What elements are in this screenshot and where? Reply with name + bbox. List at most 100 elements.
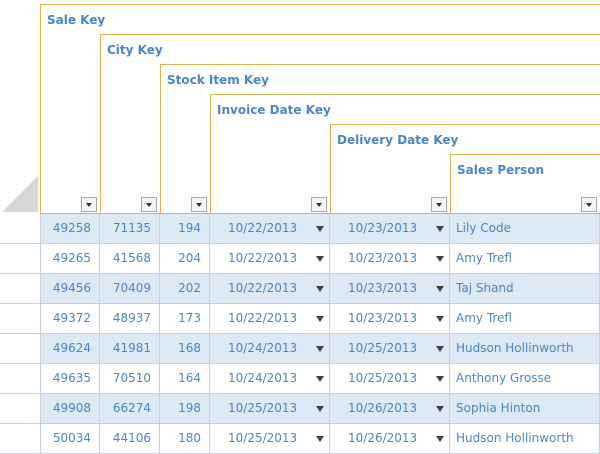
filter-dropdown-stock-item-key[interactable] [191,197,207,212]
date-dropdown-icon[interactable] [436,316,444,322]
cell-sale-key[interactable]: 49265 [40,244,100,273]
select-all-corner[interactable] [2,176,38,212]
cell-delivery-date-key[interactable]: 10/23/2013 [330,304,450,333]
cell-sale-key[interactable]: 50034 [40,424,100,453]
filter-dropdown-city-key[interactable] [141,197,157,212]
cell-value: Taj Shand [456,281,514,295]
cell-sales-person[interactable]: Amy Trefl [450,244,600,273]
cell-sale-key[interactable]: 49624 [40,334,100,363]
date-dropdown-icon[interactable] [316,316,324,322]
cell-city-key[interactable]: 71135 [100,214,160,243]
cell-sale-key[interactable]: 49372 [40,304,100,333]
cell-invoice-date-key[interactable]: 10/22/2013 [210,214,330,243]
column-header-invoice-date-key[interactable]: Invoice Date Key [210,94,600,214]
cell-sales-person[interactable]: Hudson Hollinworth [450,424,600,453]
cell-delivery-date-key[interactable]: 10/26/2013 [330,394,450,423]
cell-delivery-date-key[interactable]: 10/26/2013 [330,424,450,453]
cell-value: 70409 [112,281,151,295]
cell-city-key[interactable]: 66274 [100,394,160,423]
cell-value: 44106 [112,431,151,445]
date-dropdown-icon[interactable] [316,346,324,352]
cell-value: 168 [178,341,201,355]
cell-sale-key[interactable]: 49635 [40,364,100,393]
column-header-delivery-date-key[interactable]: Delivery Date Key [330,124,600,214]
cell-stock-item-key[interactable]: 198 [160,394,210,423]
cell-sale-key[interactable]: 49908 [40,394,100,423]
column-header-stock-item-key[interactable]: Stock Item Key [160,64,600,214]
cell-stock-item-key[interactable]: 164 [160,364,210,393]
cell-sale-key[interactable]: 49456 [40,274,100,303]
filter-dropdown-sales-person[interactable] [581,197,597,212]
cell-invoice-date-key[interactable]: 10/22/2013 [210,274,330,303]
date-dropdown-icon[interactable] [436,376,444,382]
date-dropdown-icon[interactable] [436,436,444,442]
cell-stock-item-key[interactable]: 173 [160,304,210,333]
date-dropdown-icon[interactable] [436,226,444,232]
date-dropdown-icon[interactable] [316,226,324,232]
cell-delivery-date-key[interactable]: 10/23/2013 [330,274,450,303]
cell-city-key[interactable]: 48937 [100,304,160,333]
date-dropdown-icon[interactable] [436,286,444,292]
cell-value: Hudson Hollinworth [456,431,574,445]
column-header-sale-key[interactable]: Sale Key [40,4,600,214]
cell-invoice-date-key[interactable]: 10/22/2013 [210,304,330,333]
cell-delivery-date-key[interactable]: 10/23/2013 [330,244,450,273]
filter-dropdown-delivery-date-key[interactable] [431,197,447,212]
filter-dropdown-sale-key[interactable] [81,197,97,212]
date-dropdown-icon[interactable] [316,376,324,382]
table-row[interactable]: 49456 70409 202 10/22/2013 10/23/2013 Taj Sha… [0,274,600,304]
cell-city-key[interactable]: 70510 [100,364,160,393]
cell-invoice-date-key[interactable]: 10/25/2013 [210,394,330,423]
date-dropdown-icon[interactable] [316,286,324,292]
cell-value: 180 [178,431,201,445]
date-dropdown-icon[interactable] [436,256,444,262]
cell-invoice-date-key[interactable]: 10/24/2013 [210,334,330,363]
row-gutter-line [0,333,40,334]
filter-dropdown-invoice-date-key[interactable] [311,197,327,212]
column-header-city-key[interactable]: City Key [100,34,600,214]
cell-sales-person[interactable]: Amy Trefl [450,304,600,333]
cell-stock-item-key[interactable]: 194 [160,214,210,243]
date-dropdown-icon[interactable] [316,406,324,412]
cell-value: 10/23/2013 [348,281,418,295]
cell-delivery-date-key[interactable]: 10/23/2013 [330,214,450,243]
cell-stock-item-key[interactable]: 202 [160,274,210,303]
cell-sales-person[interactable]: Sophia Hinton [450,394,600,423]
cell-delivery-date-key[interactable]: 10/25/2013 [330,334,450,363]
date-dropdown-icon[interactable] [436,406,444,412]
row-gutter-line [0,363,40,364]
cell-value: 10/22/2013 [228,281,298,295]
cell-stock-item-key[interactable]: 204 [160,244,210,273]
cell-value: 41568 [112,251,151,265]
cell-sales-person[interactable]: Hudson Hollinworth [450,334,600,363]
cell-invoice-date-key[interactable]: 10/25/2013 [210,424,330,453]
cell-invoice-date-key[interactable]: 10/24/2013 [210,364,330,393]
column-header-sales-person[interactable]: Sales Person [450,154,600,214]
cell-sales-person[interactable]: Anthony Grosse [450,364,600,393]
cell-stock-item-key[interactable]: 180 [160,424,210,453]
column-title-delivery-date-key: Delivery Date Key [337,133,459,147]
cell-sales-person[interactable]: Taj Shand [450,274,600,303]
cell-city-key[interactable]: 44106 [100,424,160,453]
cell-city-key[interactable]: 70409 [100,274,160,303]
cell-city-key[interactable]: 41568 [100,244,160,273]
date-dropdown-icon[interactable] [316,256,324,262]
header-divider [40,213,600,214]
cell-sale-key[interactable]: 49258 [40,214,100,243]
cell-stock-item-key[interactable]: 168 [160,334,210,363]
cell-value: 10/22/2013 [228,221,298,235]
cell-sales-person[interactable]: Lily Code [450,214,600,243]
cell-delivery-date-key[interactable]: 10/25/2013 [330,364,450,393]
cell-invoice-date-key[interactable]: 10/22/2013 [210,244,330,273]
date-dropdown-icon[interactable] [436,346,444,352]
cell-city-key[interactable]: 41981 [100,334,160,363]
date-dropdown-icon[interactable] [316,436,324,442]
cell-value: 164 [178,371,201,385]
